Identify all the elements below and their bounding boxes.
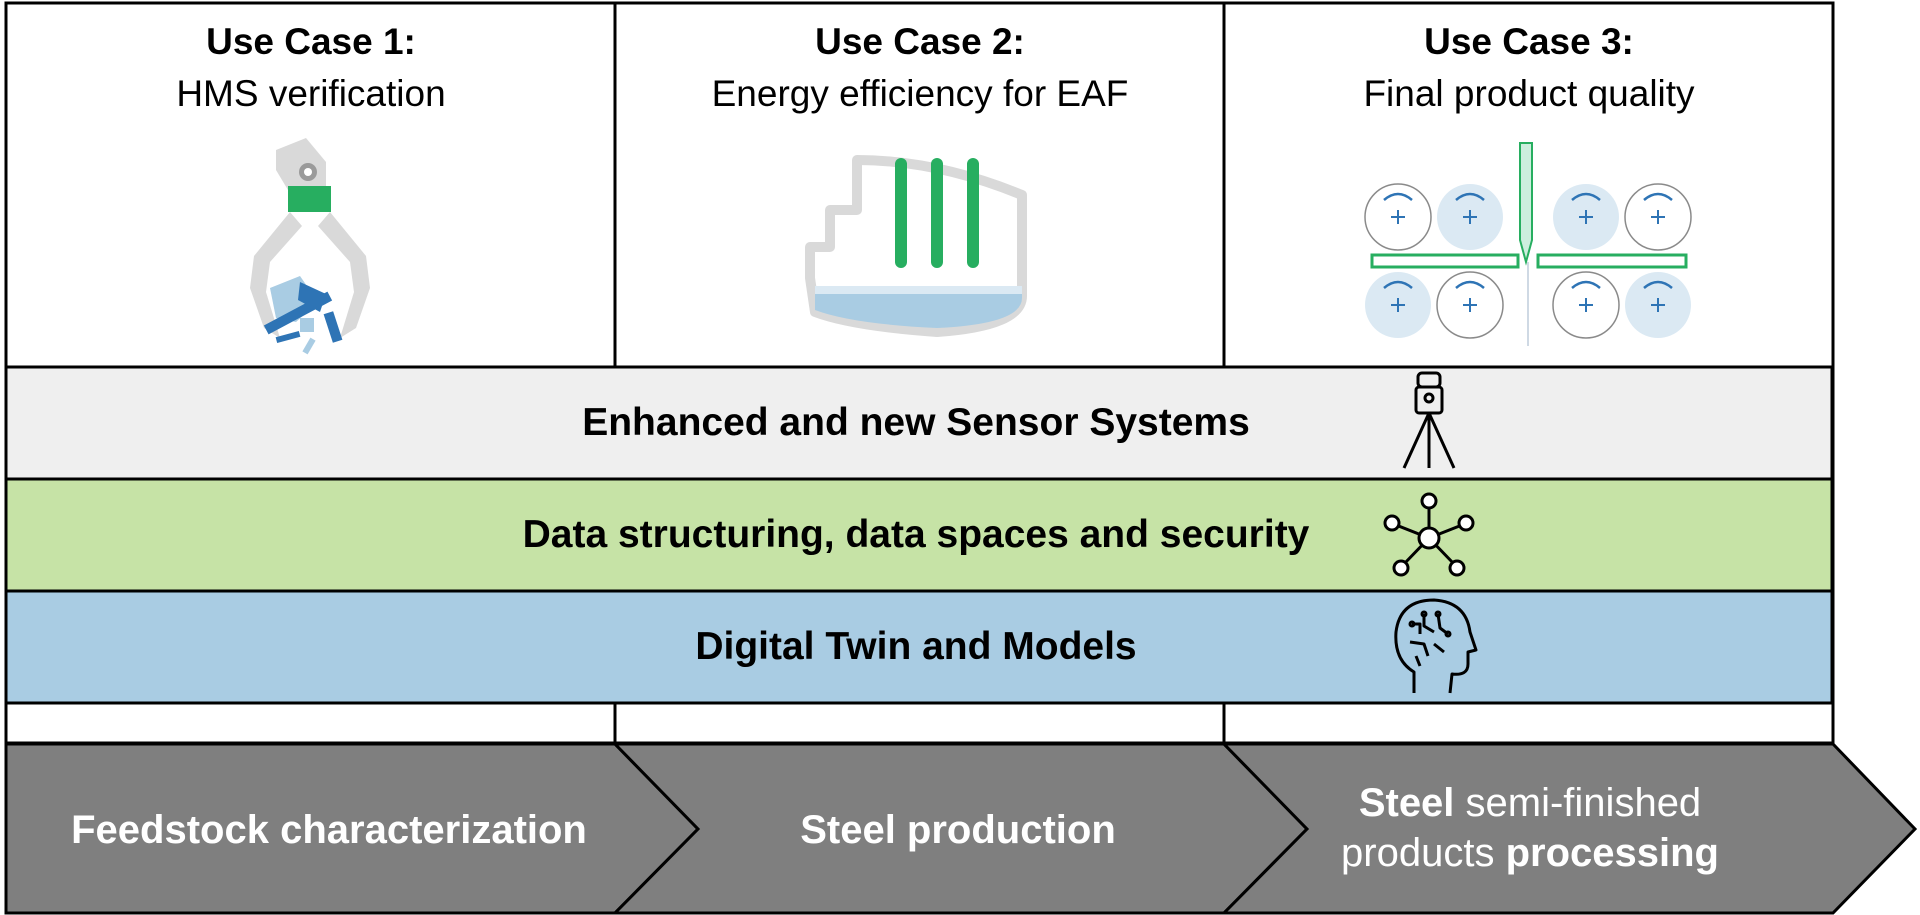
use-case-1-subtitle: HMS verification: [176, 73, 446, 114]
use-case-2-title: Use Case 2:: [815, 21, 1025, 62]
band-data-structuring-label: Data structuring, data spaces and securi…: [522, 513, 1310, 556]
band-sensor-systems-bg: [4, 365, 1834, 481]
stage-2-label: Steel production: [660, 805, 1256, 855]
band-digital-twin-bg: [4, 589, 1834, 705]
scrap-grabber-icon: [250, 138, 370, 355]
stage-3-bold-2: processing: [1505, 831, 1719, 875]
electric-arc-furnace-icon: [805, 155, 1027, 337]
stage-1-text: Feedstock characterization: [71, 808, 587, 852]
use-case-2-subtitle: Energy efficiency for EAF: [711, 73, 1129, 114]
network-nodes-icon: [1383, 492, 1475, 577]
use-case-1-title: Use Case 1:: [206, 21, 416, 62]
tripod-sensor-icon: [1402, 371, 1456, 469]
stage-3-bold-1: Steel: [1358, 781, 1455, 825]
stage-3-chevron: [1220, 742, 1918, 915]
stage-3-plain-2: products: [1341, 831, 1506, 875]
stage-3-plain-1: semi-finished: [1454, 781, 1702, 825]
use-case-3-subtitle: Final product quality: [1363, 73, 1695, 114]
band-sensor-systems-label: Enhanced and new Sensor Systems: [582, 401, 1250, 444]
rolling-mill-icon: [1364, 142, 1692, 346]
stage-3-line-1: Steel semi-finished: [1290, 778, 1770, 828]
stage-3-line-2: products processing: [1290, 828, 1770, 878]
band-digital-twin-label: Digital Twin and Models: [695, 625, 1137, 668]
stage-2-text: Steel production: [800, 808, 1116, 852]
use-case-3-title: Use Case 3:: [1424, 21, 1634, 62]
stage-3-label: Steel semi-finished products processing: [1290, 778, 1770, 878]
stage-1-label: Feedstock characterization: [6, 805, 652, 855]
brain-head-icon: [1394, 598, 1478, 694]
